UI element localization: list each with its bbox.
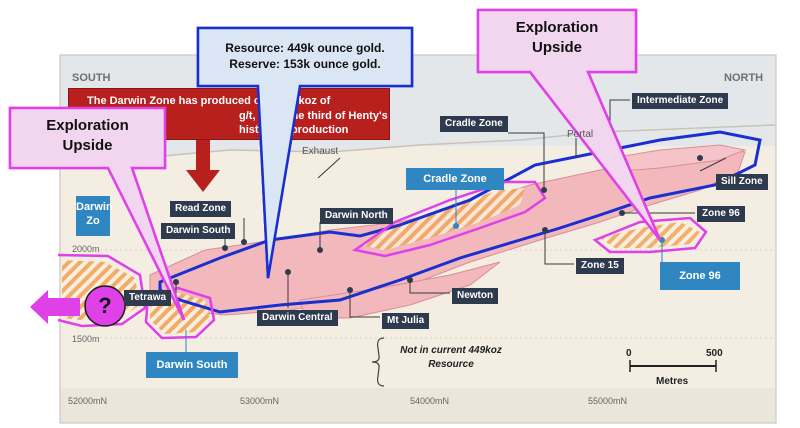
label-zone-96-dark: Zone 96 — [697, 206, 745, 222]
banner-line-2: g/t, over one third of Henty's — [239, 110, 388, 122]
blue-label-darwin-south: Darwin South — [146, 352, 238, 378]
scale-bar — [629, 360, 717, 372]
exploration-callout-right-text: Exploration Upside — [478, 18, 636, 58]
label-tetrawa: Tetrawa — [124, 290, 172, 306]
axis-x-54000: 54000mN — [410, 396, 450, 406]
axis-x-52000: 52000mN — [68, 396, 108, 406]
banner-line-1: The Darwin Zone has produced over 655koz… — [87, 95, 331, 107]
axis-elev-1500: 1500m — [72, 334, 100, 344]
exploration-right-line-2: Upside — [531, 39, 582, 56]
blue-pointer-lines — [185, 190, 663, 352]
label-darwin-south-upper: Darwin South — [161, 223, 236, 239]
scale-zero: 0 — [626, 348, 632, 359]
label-intermediate-zone: Intermediate Zone — [632, 93, 729, 109]
note-line-1: Not in current 449koz — [400, 345, 502, 356]
darwin-zone-left-line-1: Darwin — [76, 201, 113, 213]
blue-label-darwin-zone-left: Darwin Zo — [76, 196, 113, 236]
banner-line-3: historical production — [239, 124, 349, 136]
note-brace — [371, 337, 385, 387]
note-line-2: Resource — [428, 359, 474, 370]
bottom-axis-band — [61, 388, 775, 422]
exploration-left-line-1: Exploration — [46, 117, 129, 134]
resource-callout-text: Resource: 449k ounce gold. Reserve: 153k… — [198, 40, 412, 72]
label-sill-zone: Sill Zone — [716, 174, 768, 190]
label-newton: Newton — [452, 288, 499, 304]
axis-elev-2000: 2000m — [72, 244, 100, 254]
question-mark-text: ? — [98, 293, 112, 318]
blue-label-zone-96: Zone 96 — [660, 262, 740, 290]
portal-label: Portal — [567, 129, 594, 140]
label-darwin-central: Darwin Central — [257, 310, 338, 326]
exploration-right-line-1: Exploration — [515, 19, 599, 36]
axis-x-53000: 53000mN — [240, 396, 280, 406]
south-label: SOUTH — [72, 72, 111, 84]
scale-500: 500 — [706, 348, 723, 359]
reserve-line: Reserve: 153k ounce gold. — [229, 57, 381, 71]
axis-x-55000: 55000mN — [588, 396, 628, 406]
exploration-left-line-2: Upside — [62, 137, 113, 154]
blue-label-cradle-zone: Cradle Zone — [406, 168, 504, 190]
resource-line: Resource: 449k ounce gold. — [225, 41, 385, 55]
exhaust-label: Exhaust — [302, 146, 339, 157]
scale-unit: Metres — [656, 376, 689, 387]
resource-note: Not in current 449koz Resource — [386, 344, 516, 372]
label-read-zone: Read Zone — [170, 201, 232, 217]
label-cradle-zone: Cradle Zone — [440, 116, 508, 132]
north-label: NORTH — [724, 72, 764, 84]
darwin-zone-left-line-2: Zo — [86, 215, 100, 227]
label-mt-julia: Mt Julia — [382, 313, 430, 329]
label-darwin-north: Darwin North — [320, 208, 393, 224]
exploration-callout-left-text: Exploration Upside — [10, 116, 165, 156]
label-zone-15: Zone 15 — [576, 258, 624, 274]
